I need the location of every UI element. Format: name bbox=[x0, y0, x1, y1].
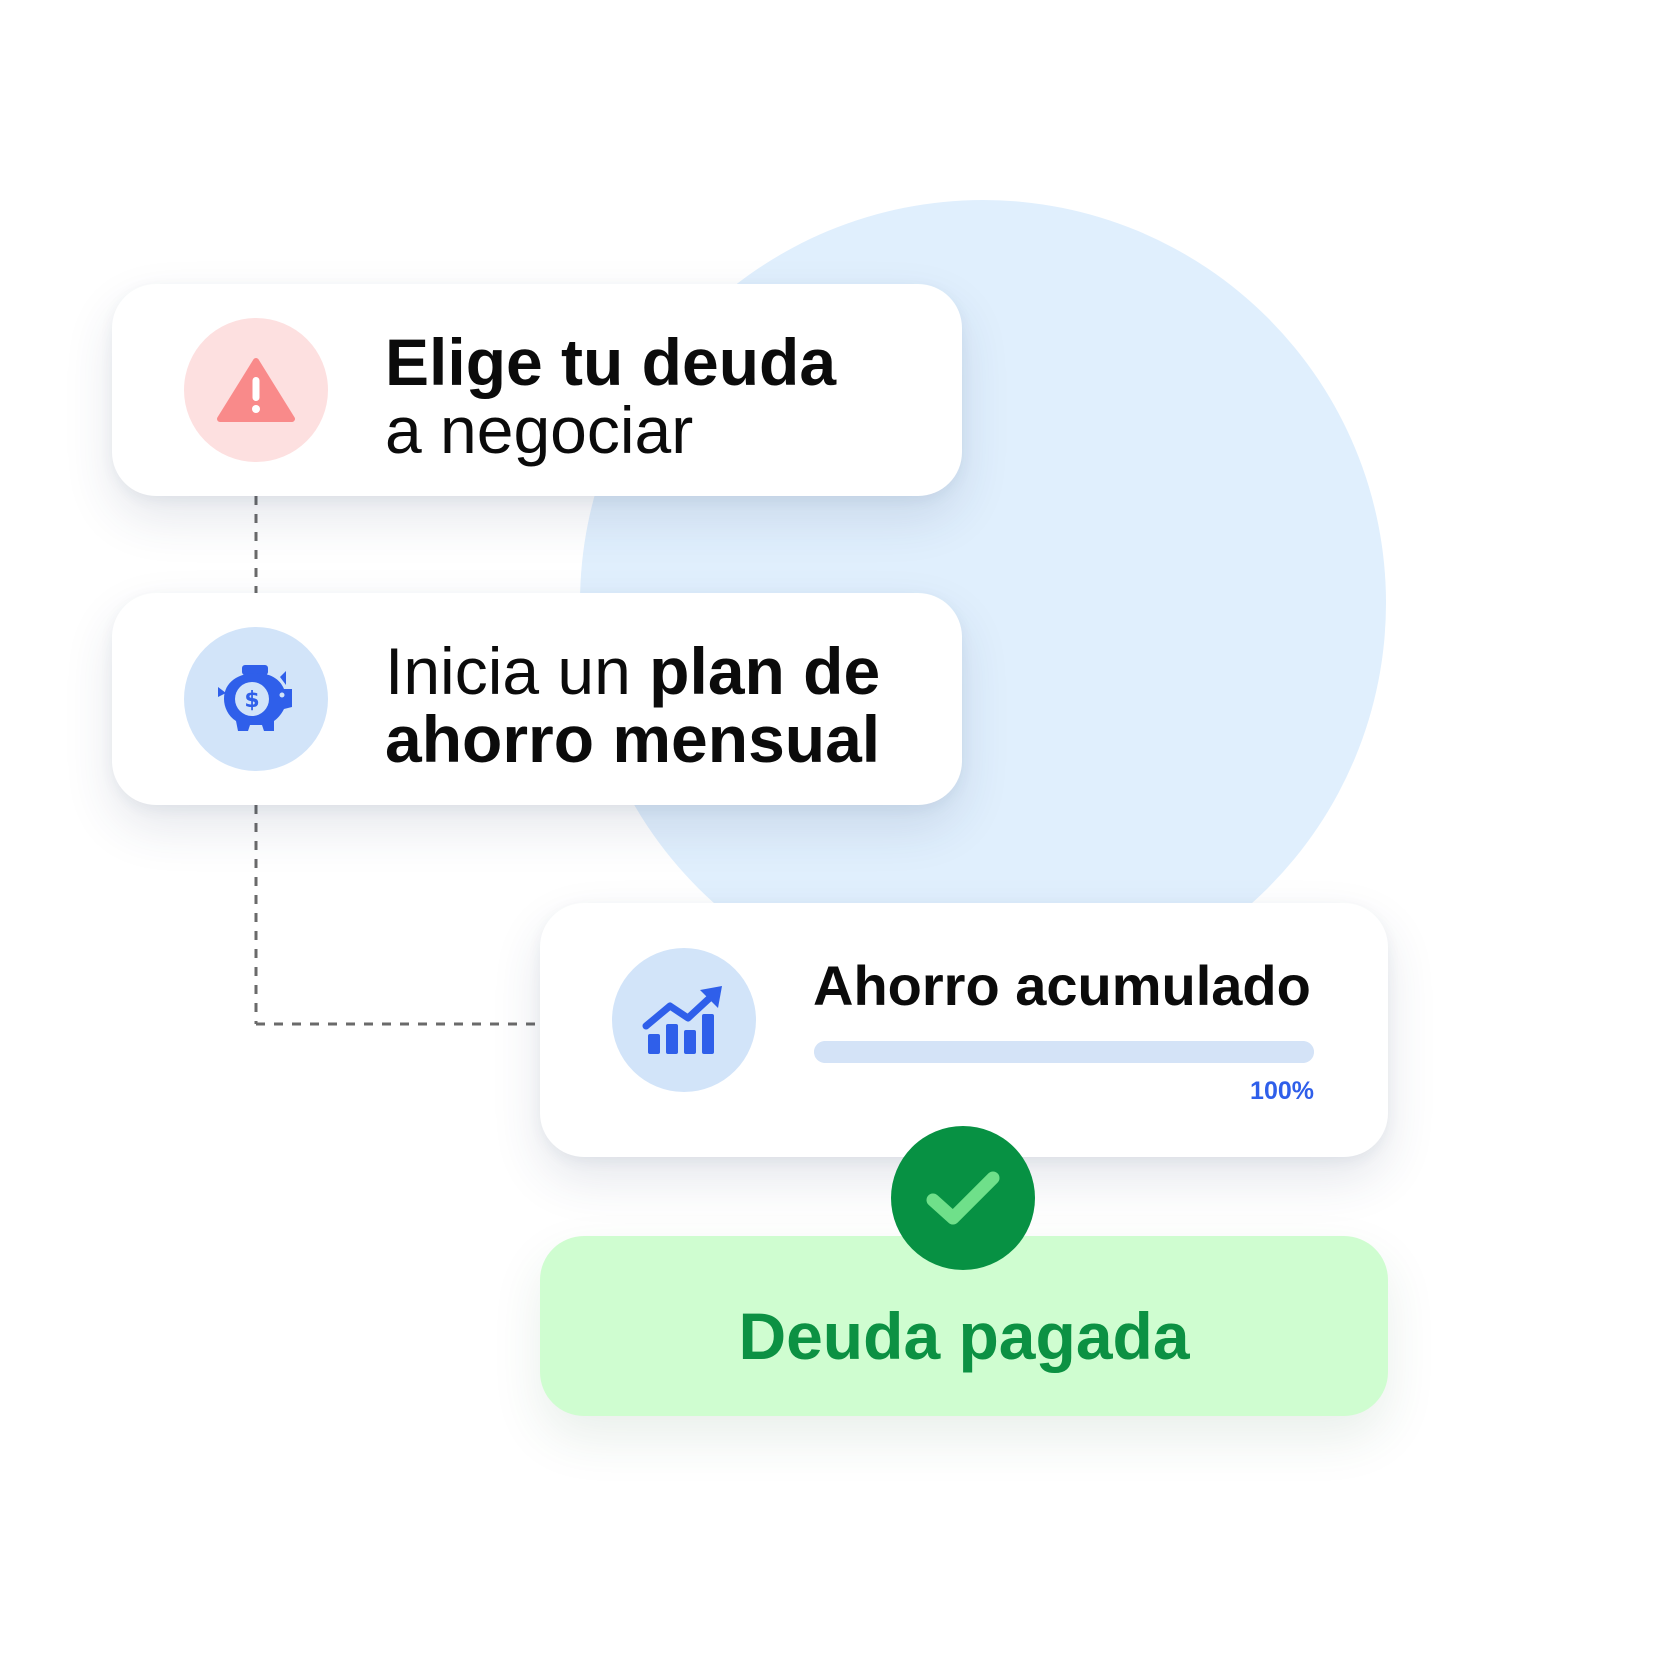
step-1-text: Elige tu deuda a negociar bbox=[385, 328, 836, 464]
debt-paid-label: Deuda pagada bbox=[738, 1299, 1190, 1373]
savings-progress-bar bbox=[814, 1041, 1314, 1063]
savings-title: Ahorro acumulado bbox=[813, 954, 1311, 1017]
step-2-bold-1: plan de bbox=[649, 634, 881, 708]
step-card-choose-debt: Elige tu deuda a negociar bbox=[112, 284, 962, 496]
growth-chart-icon bbox=[642, 986, 722, 1054]
svg-text:$: $ bbox=[244, 688, 259, 713]
step-card-savings-plan: $ Inicia un plan de ahorro mensual bbox=[112, 593, 962, 805]
step-1-bold: Elige tu deuda bbox=[385, 325, 837, 399]
savings-progress-card: Ahorro acumulado 100% bbox=[540, 903, 1388, 1157]
warning-icon-badge bbox=[184, 318, 328, 462]
check-icon bbox=[926, 1171, 1000, 1225]
savings-percent: 100% bbox=[1250, 1077, 1314, 1105]
step-1-normal: a negociar bbox=[385, 393, 694, 467]
piggy-bank-icon-badge: $ bbox=[184, 627, 328, 771]
warning-icon bbox=[217, 358, 295, 422]
piggy-bank-dollar-icon: $ bbox=[218, 665, 292, 731]
growth-chart-icon-badge bbox=[612, 948, 756, 1092]
debt-paid-card: Deuda pagada bbox=[540, 1236, 1388, 1416]
check-badge bbox=[891, 1126, 1035, 1270]
step-2-bold-2: ahorro mensual bbox=[385, 702, 881, 776]
savings-progress-fill bbox=[814, 1041, 1314, 1063]
step-2-normal: Inicia un bbox=[385, 634, 650, 708]
step-2-text: Inicia un plan de ahorro mensual bbox=[385, 637, 880, 773]
